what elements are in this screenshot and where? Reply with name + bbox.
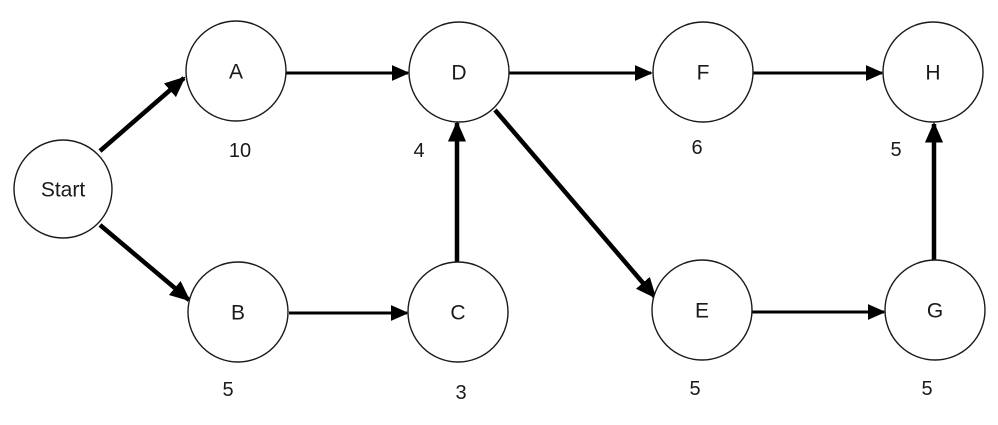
nodes-layer: Start A B C D E F G H bbox=[13, 20, 986, 363]
node-label-e: E bbox=[695, 300, 709, 323]
node-weight-h: 5 bbox=[890, 139, 901, 161]
edges-layer bbox=[98, 65, 944, 321]
node-weight-d: 4 bbox=[413, 140, 424, 162]
node-f[interactable]: F bbox=[652, 21, 754, 123]
node-weight-g: 5 bbox=[921, 378, 932, 400]
node-b[interactable]: B bbox=[187, 261, 289, 363]
node-weight-f: 6 bbox=[691, 137, 702, 159]
node-start[interactable]: Start bbox=[13, 139, 113, 239]
node-a[interactable]: A bbox=[185, 20, 287, 122]
node-label-h: H bbox=[925, 62, 940, 85]
node-label-start: Start bbox=[41, 179, 86, 202]
node-circle-d[interactable] bbox=[408, 21, 510, 123]
edge-d-to-e bbox=[493, 108, 657, 299]
node-c[interactable]: C bbox=[407, 261, 509, 363]
node-label-f: F bbox=[697, 62, 710, 85]
edge-start-to-a bbox=[98, 76, 186, 153]
weights-layer: 10 4 6 5 5 3 5 5 bbox=[222, 137, 932, 404]
node-label-c: C bbox=[450, 302, 465, 325]
node-circle-h[interactable] bbox=[882, 21, 984, 123]
node-label-b: B bbox=[231, 302, 245, 325]
node-weight-c: 3 bbox=[455, 382, 466, 404]
node-h[interactable]: H bbox=[882, 21, 984, 123]
node-circle-g[interactable] bbox=[884, 259, 986, 361]
node-label-g: G bbox=[927, 300, 943, 323]
node-g[interactable]: G bbox=[884, 259, 986, 361]
node-circle-start[interactable] bbox=[13, 139, 113, 239]
node-e[interactable]: E bbox=[651, 259, 753, 361]
node-label-d: D bbox=[451, 62, 466, 85]
node-circle-b[interactable] bbox=[187, 261, 289, 363]
node-circle-f[interactable] bbox=[652, 21, 754, 123]
node-weight-a: 10 bbox=[229, 140, 251, 162]
node-circle-a[interactable] bbox=[185, 20, 287, 122]
node-weight-e: 5 bbox=[689, 378, 700, 400]
edge-start-to-b bbox=[98, 223, 191, 302]
node-circle-e[interactable] bbox=[651, 259, 753, 361]
node-d[interactable]: D bbox=[408, 21, 510, 123]
node-circle-c[interactable] bbox=[407, 261, 509, 363]
node-label-a: A bbox=[229, 61, 243, 84]
node-weight-b: 5 bbox=[222, 379, 233, 401]
